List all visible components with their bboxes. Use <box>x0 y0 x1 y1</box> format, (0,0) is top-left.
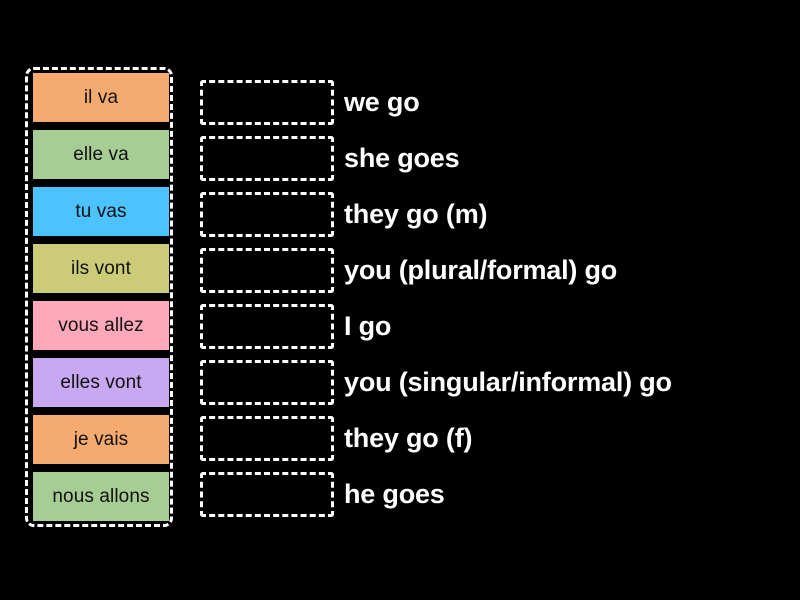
answer-label: she goes <box>344 143 460 173</box>
draggable-tile[interactable]: elles vont <box>33 358 169 407</box>
dropzone-column <box>200 80 334 528</box>
tile-tray: il va elle va tu vas ils vont vous allez… <box>25 67 173 527</box>
answer-label-column: we go she goes they go (m) you (plural/f… <box>344 80 794 528</box>
draggable-tile[interactable]: vous allez <box>33 301 169 350</box>
answer-label: we go <box>344 87 420 117</box>
answer-label: he goes <box>344 479 445 509</box>
drop-zone[interactable] <box>200 192 334 237</box>
drop-zone[interactable] <box>200 136 334 181</box>
answer-label: they go (m) <box>344 199 488 229</box>
drop-zone[interactable] <box>200 360 334 405</box>
draggable-tile[interactable]: tu vas <box>33 187 169 236</box>
draggable-tile[interactable]: il va <box>33 73 169 122</box>
answer-label: I go <box>344 311 392 341</box>
drop-zone[interactable] <box>200 472 334 517</box>
drop-zone[interactable] <box>200 304 334 349</box>
answer-label: you (singular/informal) go <box>344 367 672 397</box>
drop-zone[interactable] <box>200 80 334 125</box>
answer-label: you (plural/formal) go <box>344 255 618 285</box>
draggable-tile[interactable]: ils vont <box>33 244 169 293</box>
draggable-tile[interactable]: je vais <box>33 415 169 464</box>
draggable-tile[interactable]: nous allons <box>33 472 169 521</box>
drop-zone[interactable] <box>200 248 334 293</box>
draggable-tile[interactable]: elle va <box>33 130 169 179</box>
drop-zone[interactable] <box>200 416 334 461</box>
answer-label: they go (f) <box>344 423 473 453</box>
